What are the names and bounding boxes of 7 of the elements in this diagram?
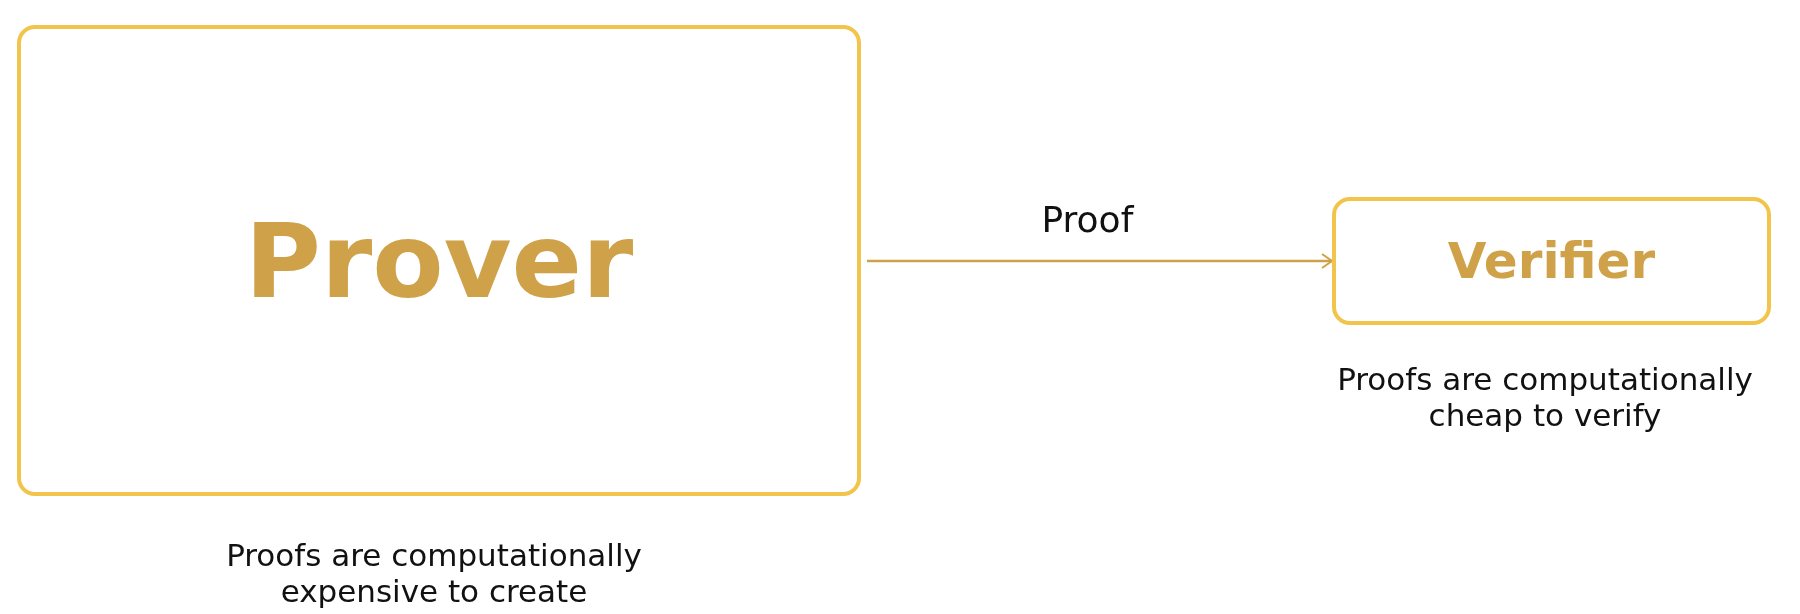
node-caption: Proofs are computationally cheap to verify <box>1336 362 1754 434</box>
node-caption: Proofs are computationally expensive to create <box>225 538 643 610</box>
node-title: Prover <box>244 199 634 322</box>
verifier-box <box>1332 197 1771 325</box>
arrow <box>867 253 1333 269</box>
node-title: Verifier <box>1447 232 1656 290</box>
prover-box <box>17 25 861 496</box>
